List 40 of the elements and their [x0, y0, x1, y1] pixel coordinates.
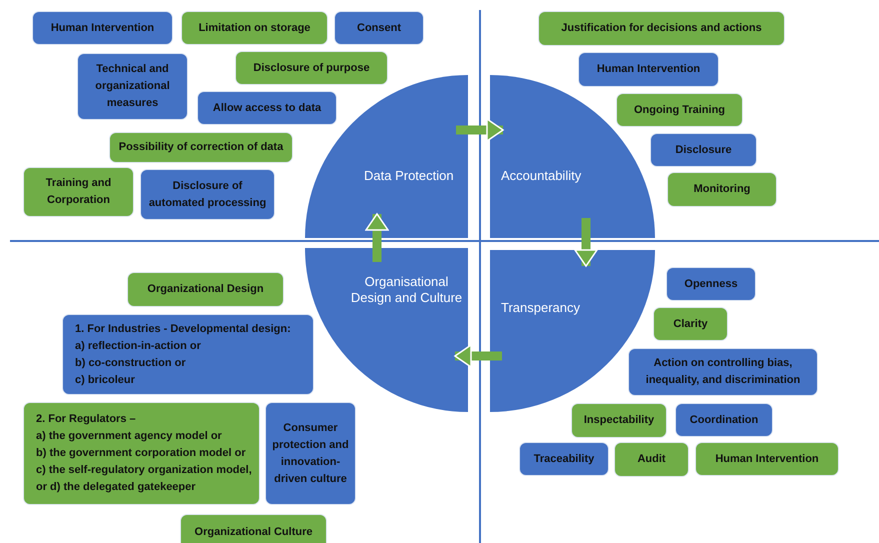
- concept-box: Organizational Culture: [180, 514, 327, 543]
- block-arrow: [365, 213, 389, 262]
- list-item-text: b) co-construction or: [75, 356, 187, 370]
- concept-box: Coordination: [675, 403, 773, 437]
- concept-box: Training and Corporation: [23, 167, 134, 217]
- concept-box: Action on controlling bias, inequality, and discrimination: [628, 348, 818, 396]
- concept-box: Human Intervention: [578, 52, 719, 87]
- list-item-text: c) the self-regulatory organization model, or d) the delegated gatekeeper: [36, 463, 253, 495]
- block-arrow: [456, 118, 504, 142]
- concept-box: Possibility of correction of data: [109, 132, 293, 163]
- concept-box: Justification for decisions and actions: [538, 11, 785, 46]
- quarter-circle-sector: Organisational Design and Culture: [305, 248, 468, 412]
- concept-box: Human Intervention: [695, 442, 839, 476]
- concept-box: Human Intervention: [32, 11, 173, 45]
- list-item-text: a) reflection-in-action or: [75, 338, 202, 354]
- list-item-text: b) the government corporation model or: [36, 446, 247, 461]
- concept-box: Consent: [334, 11, 424, 45]
- list-item-text: 2. For Regulators –: [36, 412, 137, 427]
- concept-box: [62, 314, 314, 395]
- list-item-text: 1. For Industries - Developmental design:: [75, 322, 292, 336]
- concept-box: Limitation on storage: [181, 11, 328, 45]
- block-arrow: [574, 218, 598, 267]
- concept-box: [23, 402, 260, 505]
- concept-box: Disclosure: [650, 133, 757, 167]
- concept-box: Disclosure of purpose: [235, 51, 388, 85]
- concept-box: Monitoring: [667, 172, 777, 207]
- concept-box: Ongoing Training: [616, 93, 743, 127]
- concept-box: Technical and organizational measures: [77, 53, 188, 120]
- concept-box: Allow access to data: [197, 91, 337, 125]
- concept-box: Traceability: [519, 442, 609, 476]
- concept-box: Inspectability: [571, 403, 667, 438]
- list-item-text: c) bricoleur: [75, 372, 136, 388]
- concept-box: Clarity: [653, 307, 728, 341]
- block-arrow: [454, 344, 502, 368]
- concept-box: Openness: [666, 267, 756, 301]
- list-item-text: a) the government agency model or: [36, 429, 223, 444]
- concept-box: Audit: [614, 442, 689, 477]
- concept-box: Disclosure of automated processing: [140, 169, 275, 220]
- concept-box: Organizational Design: [127, 272, 284, 307]
- concept-box: Consumer protection and innovation-driven culture: [265, 402, 356, 505]
